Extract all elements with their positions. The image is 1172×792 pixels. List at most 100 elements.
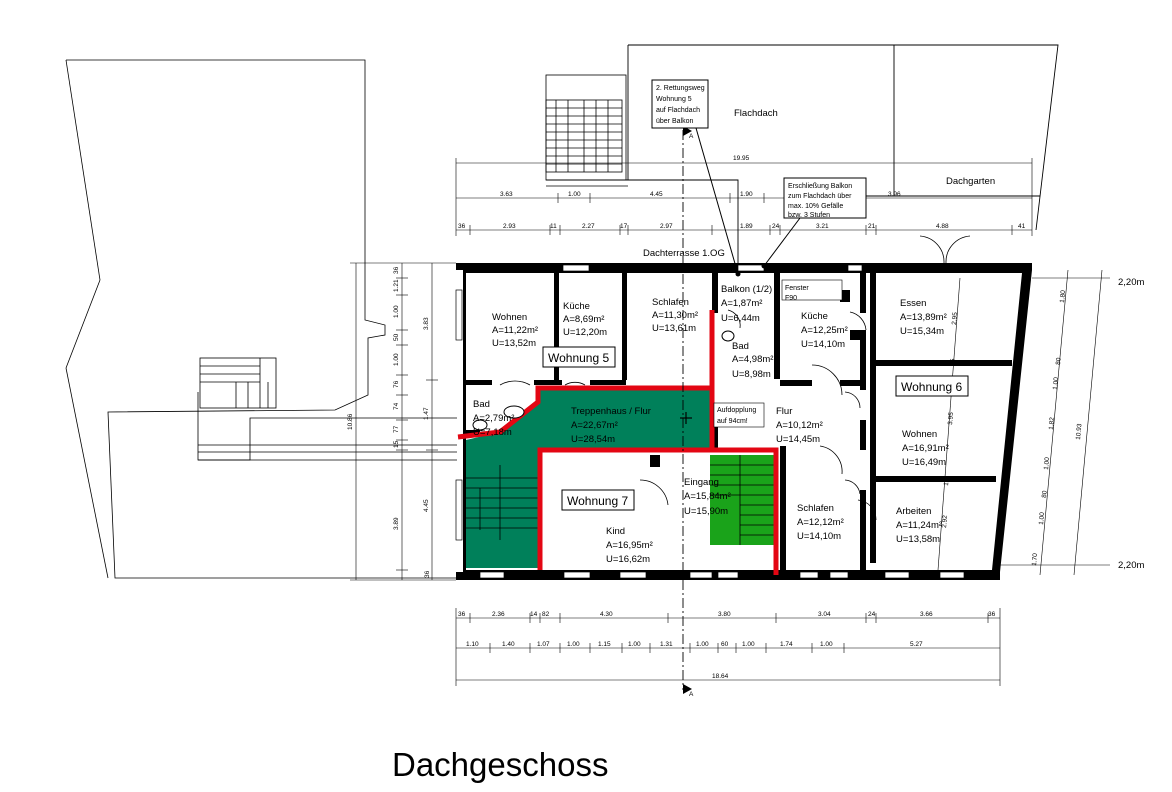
- svg-text:Küche: Küche: [801, 311, 828, 322]
- dim-bottom-row1: 82: [542, 611, 550, 618]
- dim-top-row2: 2.97: [660, 223, 673, 230]
- dim-right-outer: 1.00: [1052, 377, 1060, 391]
- unit-wohnung-6: Wohnung 6: [895, 375, 969, 397]
- svg-text:Arbeiten: Arbeiten: [896, 506, 931, 517]
- dim-right-outer: 80: [1041, 490, 1049, 498]
- svg-text:Bad: Bad: [732, 341, 749, 352]
- svg-text:2. Rettungsweg: 2. Rettungsweg: [656, 85, 705, 92]
- svg-text:A=15,84m²: A=15,84m²: [684, 491, 731, 502]
- dim-left-inner: 4.45: [423, 499, 430, 512]
- label-aufdopplung-2: auf 94cm!: [717, 418, 748, 425]
- svg-text:bzw. 3 Stufen: bzw. 3 Stufen: [788, 212, 830, 219]
- dimension-lines-right: [937, 269, 1110, 576]
- room-bad-6: Bad A=4,98m² U=8,98m: [732, 341, 773, 380]
- dim-bottom-row2: 1.31: [660, 641, 673, 648]
- room-kueche-6: Küche A=12,25m² U=14,10m: [801, 311, 848, 350]
- svg-text:A=8,69m²: A=8,69m²: [563, 314, 604, 325]
- dim-right-inner: 2.92: [941, 515, 949, 529]
- room-wohnen-5: Wohnen A=11,22m² U=13,52m: [492, 312, 538, 349]
- room-schlafen-5: Schlafen A=11,30m² U=13,61m: [652, 297, 698, 334]
- dim-top-total: 19.95: [733, 155, 750, 162]
- label-f90: F90: [785, 295, 797, 302]
- dim-left-detail: 77: [393, 425, 400, 433]
- level-top: 2,20m: [1118, 277, 1144, 288]
- svg-text:Küche: Küche: [563, 301, 590, 312]
- svg-text:U=14,10m: U=14,10m: [801, 339, 845, 350]
- dim-left-detail: 1.00: [393, 353, 400, 366]
- label-dachterrasse: Dachterrasse 1.OG: [643, 248, 725, 259]
- dim-right-inner: 3.95: [947, 412, 955, 426]
- room-flur: Flur A=10,12m² U=14,45m: [776, 406, 823, 445]
- dim-bottom-row1: 4.30: [600, 611, 613, 618]
- note-rettungsweg: 2. Rettungsweg Wohnung 5 auf Flachdach ü…: [651, 79, 709, 129]
- dim-bottom-row2: 1.10: [466, 641, 479, 648]
- dim-top-row2: 17: [620, 223, 628, 230]
- windows: [455, 264, 965, 579]
- dim-left-detail: 36: [424, 570, 431, 578]
- svg-text:A=4,98m²: A=4,98m²: [732, 354, 773, 365]
- label-flachdach: Flachdach: [734, 108, 778, 119]
- svg-text:Eingang: Eingang: [684, 477, 719, 488]
- dim-top-row2: 21: [868, 223, 876, 230]
- dim-bottom-row2: 1.74: [780, 641, 793, 648]
- cross-marker: [680, 412, 692, 424]
- dimension-lines-left: [350, 262, 456, 581]
- svg-text:U=15,34m: U=15,34m: [900, 326, 944, 337]
- dim-right-total: 10.93: [1075, 423, 1083, 440]
- dimension-lines-top: [455, 158, 1033, 236]
- dim-bottom-row1: 36: [458, 611, 466, 618]
- dim-bottom-row2: 5.27: [910, 641, 923, 648]
- svg-text:A=16,95m²: A=16,95m²: [606, 540, 653, 551]
- neighbour-building: [65, 59, 457, 579]
- dim-top-row2: 41: [1018, 223, 1026, 230]
- svg-text:Wohnen: Wohnen: [492, 312, 527, 323]
- room-kind: Kind A=16,95m² U=16,62m: [606, 526, 653, 565]
- svg-text:Wohnung 7: Wohnung 7: [567, 494, 628, 508]
- dim-top-row1: 3.96: [888, 191, 901, 198]
- dim-right-inner: 2.95: [951, 312, 959, 326]
- dim-right-outer: 1.82: [1048, 417, 1056, 431]
- svg-text:A=13,89m²: A=13,89m²: [900, 312, 947, 323]
- svg-text:auf Flachdach: auf Flachdach: [656, 107, 700, 114]
- svg-text:U=7,18m: U=7,18m: [473, 427, 512, 438]
- room-arbeiten: Arbeiten A=11,24m² U=13,58m: [896, 506, 942, 545]
- svg-text:U=15,90m: U=15,90m: [684, 506, 728, 517]
- dim-bottom-row2: 1.00: [567, 641, 580, 648]
- dim-left-detail: 36: [393, 266, 400, 274]
- dim-left-detail: 1.00: [393, 305, 400, 318]
- svg-text:max. 10% Gefälle: max. 10% Gefälle: [788, 203, 843, 210]
- dimension-lines-bottom: [455, 608, 1001, 686]
- dim-bottom-total: 18.64: [712, 673, 729, 680]
- level-bottom: 2,20m: [1118, 560, 1144, 571]
- svg-text:Flur: Flur: [776, 406, 792, 417]
- dim-top-row2: 4.88: [936, 223, 949, 230]
- dim-right-inner: 15: [949, 358, 957, 366]
- leader-lines: [695, 127, 801, 275]
- unit-wohnung-7: Wohnung 7: [561, 489, 635, 511]
- dim-bottom-row1: 2.36: [492, 611, 505, 618]
- fire-walls: [457, 310, 779, 575]
- interior-walls: [466, 273, 1012, 570]
- dim-bottom-row2: 1.00: [628, 641, 641, 648]
- flat-roof-outline: [546, 44, 1059, 270]
- dim-bottom-row2: 1.00: [742, 641, 755, 648]
- svg-text:A=12,12m²: A=12,12m²: [797, 517, 844, 528]
- room-bad-5: Bad A=2,79m² U=7,18m: [473, 399, 514, 438]
- section-marker-bottom: A: [683, 684, 694, 698]
- dim-bottom-row1: 36: [988, 611, 996, 618]
- room-schlafen-6: Schlafen A=12,12m² U=14,10m: [797, 503, 844, 542]
- svg-text:Wohnung 5: Wohnung 5: [548, 351, 609, 365]
- dim-left-outer: 10.86: [347, 413, 354, 430]
- dim-left-detail: 74: [393, 402, 400, 410]
- svg-text:Schlafen: Schlafen: [797, 503, 834, 514]
- dim-top-row2: 2.93: [503, 223, 516, 230]
- dim-top-row2: 11: [550, 223, 557, 230]
- dim-top-row2: 24: [772, 223, 780, 230]
- svg-text:U=14,10m: U=14,10m: [797, 531, 841, 542]
- svg-text:Essen: Essen: [900, 298, 926, 309]
- svg-text:Wohnung 6: Wohnung 6: [901, 380, 962, 394]
- room-wohnen-6: Wohnen A=16,91m² U=16,49m: [902, 429, 949, 468]
- label-aufdopplung: Aufdopplung: [717, 407, 756, 414]
- svg-text:A=11,24m²: A=11,24m²: [896, 520, 942, 531]
